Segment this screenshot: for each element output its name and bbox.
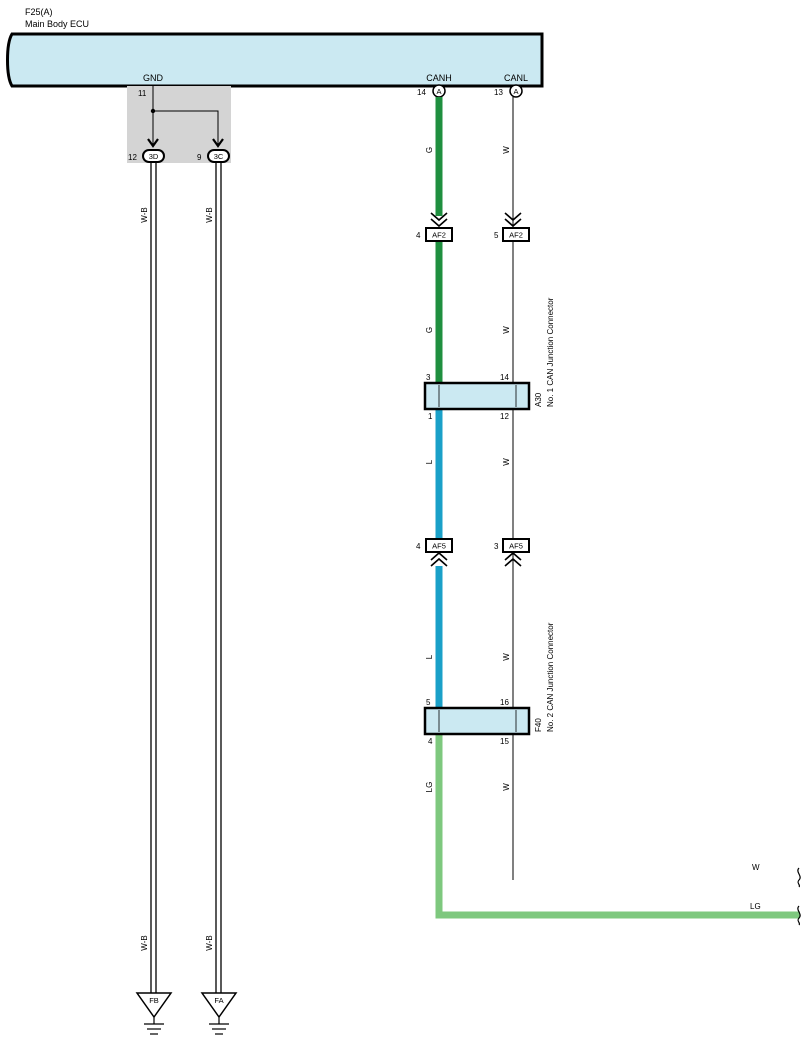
break-mark-w [797,867,801,888]
chevron-down-icon [430,212,522,228]
a30-connector [423,381,531,411]
canh-wire-lg [435,734,800,919]
ground-fb-triangle [135,992,173,1019]
ground-fa-triangle [200,992,238,1019]
arrow-left-icon [147,138,159,148]
ground-fb-label: FB [149,996,159,1005]
wire-color-l-1: L [425,459,434,464]
ground-right-connector [207,149,230,163]
wire-color-wb-right-top: W-B [205,207,214,222]
ecu-canh-connector-letter: A [436,87,441,96]
af2-canl-code: AF2 [509,231,523,240]
a30-pin-br: 12 [500,412,509,421]
a30-name: No. 1 CAN Junction Connector [546,297,555,407]
f40-pin-bl: 4 [428,737,433,746]
f40-name: No. 2 CAN Junction Connector [546,622,555,732]
ground-right-pin: 9 [197,153,202,162]
ground-left-connector [142,149,165,163]
ground-fb-icon [144,1017,164,1035]
wire-color-g-2: G [425,327,434,333]
af5-canh-code: AF5 [432,542,446,551]
ecu-canh-label: CANH [426,73,452,83]
ground-fa-label: FA [214,996,223,1005]
ground-left-code: 3D [149,152,159,161]
a30-pin-bl: 1 [428,412,433,421]
wire-color-wb-right-bottom: W-B [205,935,214,950]
wire-color-w-5: W [502,783,511,791]
ecu-break-edge [7,33,13,87]
f40-pin-br: 15 [500,737,509,746]
wire-color-wb-left-bottom: W-B [140,935,149,950]
wire-color-w-4: W [502,653,511,661]
wire-color-g-1: G [425,147,434,153]
a30-pin-tl: 3 [426,373,431,382]
right-label-lg: LG [750,902,761,911]
ecu-body [6,32,544,88]
arrow-right-icon [212,138,224,148]
wire-color-w-1: W [502,146,511,154]
ground-right-code: 3C [214,152,224,161]
ecu-canl-pin: 13 [494,88,503,97]
wire-color-lg: LG [425,782,434,793]
af2-canh-connector [425,227,453,242]
af5-canl-pin: 3 [494,542,499,551]
wire-color-wb-left-top: W-B [140,207,149,222]
f40-connector [423,706,531,736]
af5-canl-code: AF5 [509,542,523,551]
chevron-up-icon [430,551,522,567]
f40-code: F40 [534,718,543,732]
wb-wire-right [215,162,222,993]
af2-canl-pin: 5 [494,231,499,240]
ecu-canl-connector-letter: A [513,87,518,96]
ecu-canl-label: CANL [504,73,528,83]
ecu-gnd-label: GND [143,73,164,83]
ecu-name: Main Body ECU [25,19,89,29]
af2-canl-connector [502,227,530,242]
ecu-canl-connector [509,84,523,98]
ground-left-pin: 12 [128,153,137,162]
wire-color-l-2: L [425,654,434,659]
right-label-w: W [752,863,760,872]
f40-pin-tr: 16 [500,698,509,707]
ecu-gnd-pin: 11 [138,89,147,98]
break-mark-lg [797,905,801,926]
a30-pin-tr: 14 [500,373,509,382]
wb-wire-left [150,162,157,993]
ecu-code: F25(A) [25,7,53,17]
a30-code: A30 [534,392,543,407]
wire-color-w-2: W [502,326,511,334]
ground-fa-icon [209,1017,229,1035]
af5-canl-connector [502,538,530,553]
af2-canh-code: AF2 [432,231,446,240]
af5-canh-pin: 4 [416,542,421,551]
ecu-canh-pin: 14 [417,88,426,97]
af2-canh-pin: 4 [416,231,421,240]
wire-color-w-3: W [502,458,511,466]
f40-pin-tl: 5 [426,698,431,707]
